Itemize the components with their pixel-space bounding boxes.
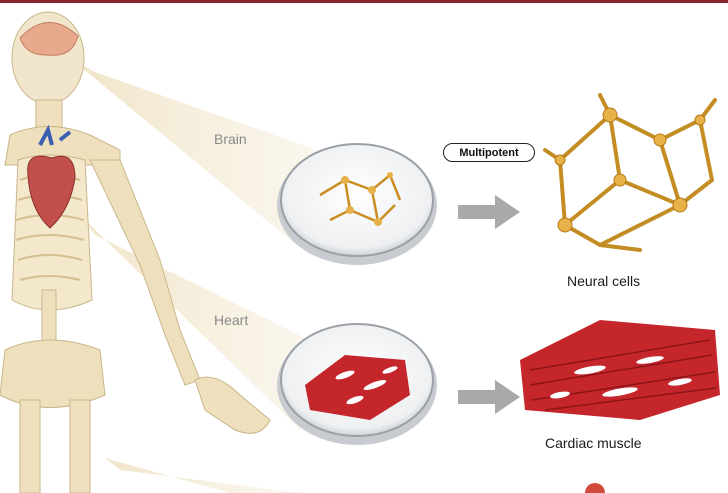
potency-badge: Multipotent bbox=[443, 143, 535, 162]
cardiac-muscle-image bbox=[520, 320, 720, 420]
lower-beam bbox=[105, 458, 300, 493]
heart-dish bbox=[277, 324, 437, 445]
cardiac-muscle-label: Cardiac muscle bbox=[545, 435, 641, 451]
neural-cells-image bbox=[545, 95, 715, 250]
arrow-icon bbox=[458, 195, 520, 229]
partial-cell-image bbox=[585, 483, 605, 493]
neural-cells-label: Neural cells bbox=[567, 273, 640, 289]
projection-beams bbox=[70, 58, 340, 493]
skeleton-figure bbox=[0, 12, 270, 493]
arrow-icon bbox=[458, 380, 520, 414]
brain-dish bbox=[277, 144, 437, 265]
brain-label: Brain bbox=[214, 131, 247, 147]
heart-label: Heart bbox=[214, 312, 248, 328]
